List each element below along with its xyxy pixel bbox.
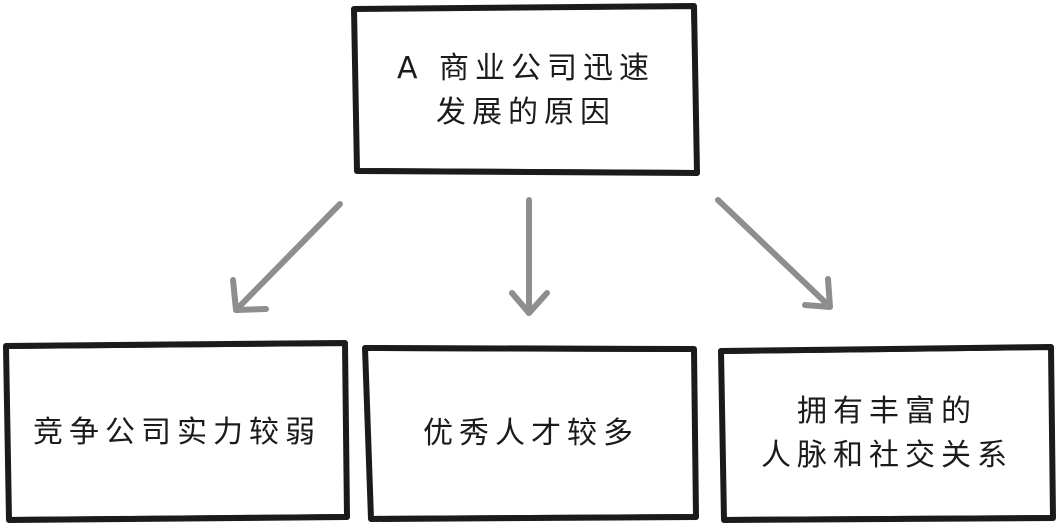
root-label-line-2: 发展的原因 xyxy=(436,95,616,130)
child-1-label-line-1: 竞争公司实力较弱 xyxy=(33,414,321,450)
arrow-right xyxy=(715,197,833,310)
child-2-label: 优秀人才较多 xyxy=(372,352,690,515)
child-3-label-line-2: 人脉和社交关系 xyxy=(761,437,1013,473)
arrow-center xyxy=(509,197,550,316)
root-box-label: A 商业公司迅速 发展的原因 xyxy=(360,12,692,170)
child-3-label-line-1: 拥有丰富的 xyxy=(797,393,977,429)
arrow-left xyxy=(230,201,343,313)
child-2-label-line-1: 优秀人才较多 xyxy=(423,415,639,451)
child-1-label: 竞争公司实力较弱 xyxy=(12,350,342,515)
child-3-label: 拥有丰富的 人脉和社交关系 xyxy=(727,352,1047,515)
root-label-line-1: A 商业公司迅速 xyxy=(396,51,656,86)
